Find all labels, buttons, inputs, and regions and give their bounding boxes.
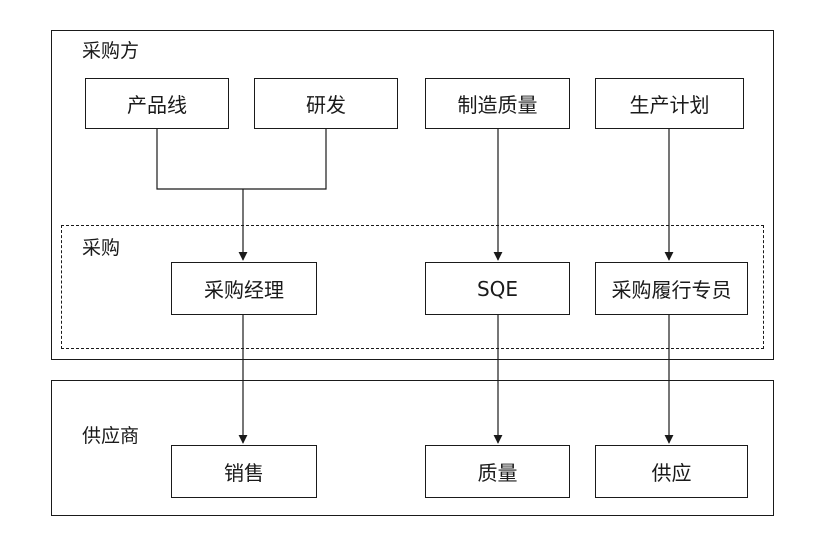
buyer-group-label: 采购方: [82, 40, 140, 62]
node-quality: 质量: [425, 445, 570, 498]
supplier-group-frame: [51, 380, 774, 516]
node-manufacturing-quality: 制造质量: [425, 78, 570, 129]
procurement-group-label: 采购: [82, 237, 121, 259]
procurement-group-frame: [61, 225, 764, 349]
node-production-planning: 生产计划: [595, 78, 744, 129]
supplier-group-label: 供应商: [82, 425, 140, 447]
node-product-line: 产品线: [85, 78, 229, 129]
connector-product-line-rnd-merge: [156, 129, 327, 190]
node-sqe: SQE: [425, 262, 570, 315]
buyer-group-frame: [51, 30, 774, 360]
node-supply: 供应: [595, 445, 748, 498]
node-fulfillment-specialist: 采购履行专员: [595, 262, 748, 315]
node-rnd: 研发: [254, 78, 398, 129]
node-purchasing-manager: 采购经理: [171, 262, 317, 315]
node-sales: 销售: [171, 445, 317, 498]
